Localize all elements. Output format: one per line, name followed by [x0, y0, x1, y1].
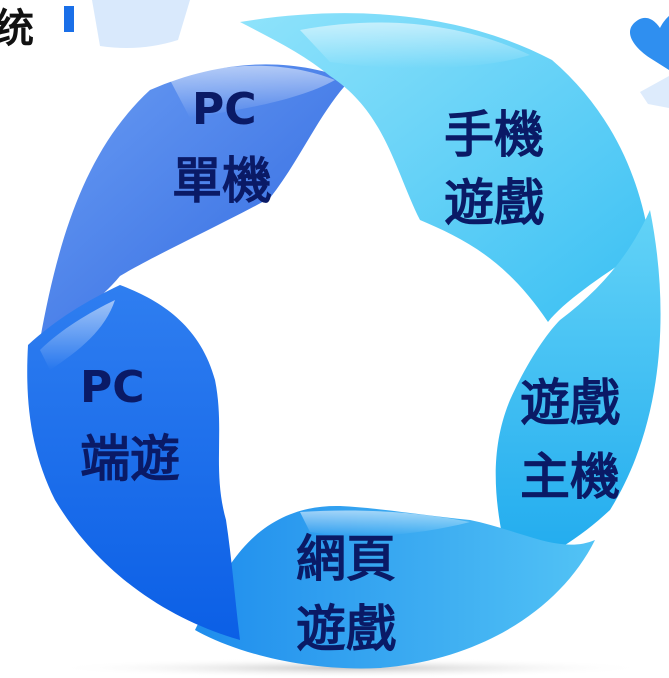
segment-label-line1: PC: [192, 84, 257, 135]
heart-shine-decoration: [640, 76, 669, 108]
segment-shine: [300, 510, 470, 536]
segment-game-console[interactable]: [495, 210, 661, 572]
segment-shine: [170, 65, 335, 118]
segment-label-line1: 網頁: [296, 530, 396, 588]
label-mobile-games: 手機 遊戲: [444, 106, 544, 232]
segment-shine: [40, 300, 115, 370]
label-pc-online: PC 端遊: [80, 362, 180, 488]
label-pc-standalone: PC 單機: [172, 84, 272, 210]
label-game-console: 遊戲 主機: [520, 374, 620, 506]
segment-label-line2: 主機: [520, 448, 620, 506]
segment-mobile-games[interactable]: [240, 13, 650, 322]
segment-pc-standalone[interactable]: [40, 64, 350, 340]
corner-ribbon-decoration: [92, 0, 190, 48]
segment-pc-online[interactable]: [27, 285, 240, 640]
segment-label-line1: PC: [80, 362, 145, 413]
heart-icon: [629, 16, 669, 70]
label-web-games: 網頁 遊戲: [296, 530, 396, 658]
corner-partial-text: 统: [0, 6, 34, 52]
segment-label-line2: 端遊: [80, 430, 180, 488]
segment-label-line1: 手機: [444, 106, 544, 164]
segment-web-games[interactable]: [195, 505, 595, 669]
segment-shine: [300, 22, 530, 69]
corner-bar-icon: [64, 6, 74, 32]
segment-label-line2: 遊戲: [296, 600, 396, 658]
segment-label-line2: 遊戲: [444, 174, 544, 232]
segment-label-line2: 單機: [172, 152, 272, 210]
segment-label-line1: 遊戲: [520, 374, 620, 432]
